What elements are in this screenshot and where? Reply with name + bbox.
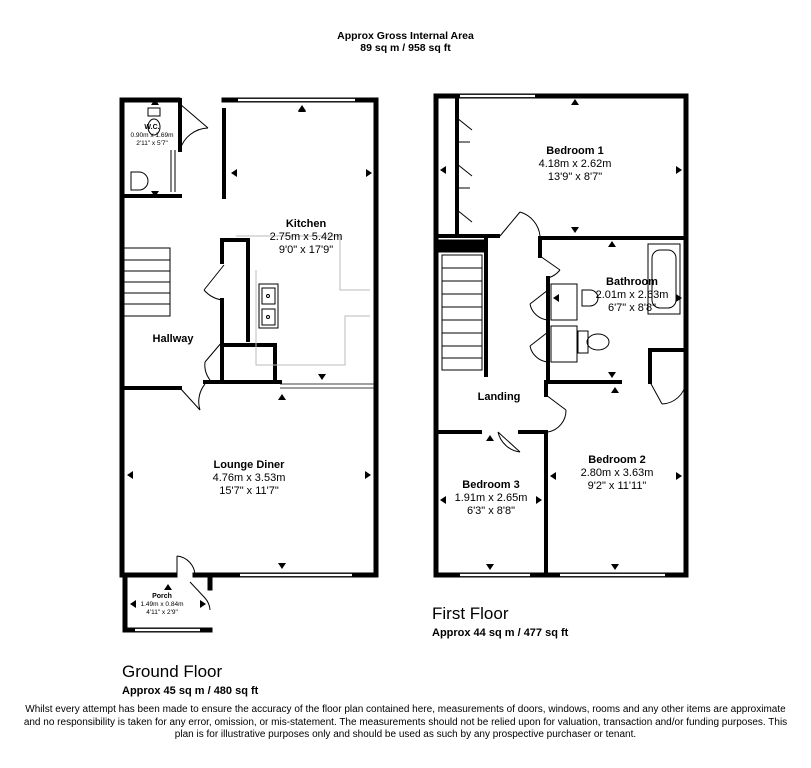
room-label-bedroom-1: Bedroom 1 4.18m x 2.62m 13'9" x 8'7"	[520, 145, 630, 184]
first-floor-caption: First Floor Approx 44 sq m / 477 sq ft	[432, 604, 568, 639]
porch-imperial: 4'11" x 2'9"	[146, 609, 178, 616]
bedroom3-metric: 1.91m x 2.65m	[454, 492, 528, 504]
porch-name: Porch	[152, 593, 172, 600]
first-floor-name: First Floor	[432, 604, 509, 623]
wc-imperial: 2'11" x 5'7"	[136, 140, 168, 147]
hallway-name: Hallway	[152, 333, 194, 345]
lounge-name: Lounge Diner	[213, 459, 285, 471]
first-floor-plan	[433, 93, 689, 578]
bathroom-metric: 2.01m x 2.63m	[595, 289, 669, 301]
room-label-porch: Porch 1.49m x 0.84m 4'11" x 2'9"	[134, 593, 190, 617]
bedroom1-name: Bedroom 1	[546, 145, 604, 157]
wc-metric: 0.90m x 1.69m	[130, 132, 174, 139]
lounge-imperial: 15'7" x 11'7"	[219, 485, 279, 497]
bedroom2-metric: 2.80m x 3.63m	[580, 467, 654, 479]
bedroom2-imperial: 9'2" x 11'11"	[587, 480, 647, 492]
bathroom-name: Bathroom	[606, 276, 658, 288]
kitchen-metric: 2.75m x 5.42m	[269, 231, 343, 243]
room-label-kitchen: Kitchen 2.75m x 5.42m 9'0" x 17'9"	[248, 218, 364, 257]
room-label-landing: Landing	[466, 391, 532, 404]
first-floor-area: Approx 44 sq m / 477 sq ft	[432, 627, 569, 639]
bedroom3-name: Bedroom 3	[462, 479, 520, 491]
landing-name: Landing	[477, 391, 521, 403]
total-area: 89 sq m / 958 sq ft	[360, 42, 451, 54]
room-label-bedroom-2: Bedroom 2 2.80m x 3.63m 9'2" x 11'11"	[562, 454, 672, 493]
kitchen-name: Kitchen	[285, 218, 327, 230]
bathroom-imperial: 6'7" x 8'8"	[607, 302, 657, 314]
bedroom2-name: Bedroom 2	[588, 454, 646, 466]
room-label-wc: W.C. 0.90m x 1.69m 2'11" x 5'7"	[124, 124, 180, 148]
porch-metric: 1.49m x 0.84m	[140, 601, 184, 608]
bedroom3-imperial: 6'3" x 8'8"	[466, 505, 516, 517]
lounge-metric: 4.76m x 3.53m	[212, 472, 286, 484]
room-label-hallway: Hallway	[140, 333, 206, 346]
bedroom1-imperial: 13'9" x 8'7"	[547, 171, 603, 183]
ground-floor-area: Approx 45 sq m / 480 sq ft	[122, 685, 259, 697]
room-label-lounge-diner: Lounge Diner 4.76m x 3.53m 15'7" x 11'7"	[186, 459, 312, 498]
ground-floor-plan	[119, 97, 379, 633]
disclaimer-text: Whilst every attempt has been made to en…	[23, 704, 788, 740]
ground-floor-name: Ground Floor	[122, 662, 223, 681]
bedroom1-metric: 4.18m x 2.62m	[538, 158, 612, 170]
wc-name: W.C.	[144, 124, 160, 131]
area-title: Approx Gross Internal Area	[337, 30, 474, 42]
kitchen-imperial: 9'0" x 17'9"	[278, 244, 334, 256]
room-label-bathroom: Bathroom 2.01m x 2.63m 6'7" x 8'8"	[582, 276, 682, 315]
ground-floor-caption: Ground Floor Approx 45 sq m / 480 sq ft	[122, 662, 258, 697]
room-label-bedroom-3: Bedroom 3 1.91m x 2.65m 6'3" x 8'8"	[446, 479, 536, 518]
